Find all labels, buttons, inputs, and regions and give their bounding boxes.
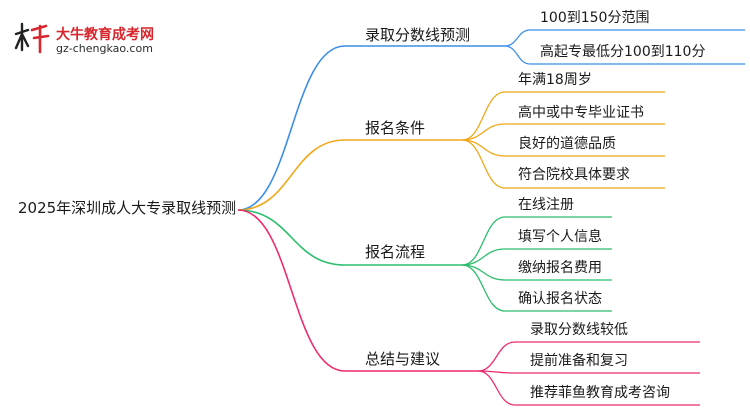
leaf-confirm-status[interactable]: 确认报名状态 — [518, 291, 602, 307]
branch-to-leaf-connector — [461, 264, 506, 312]
branch-registration-process[interactable]: 报名流程 — [365, 243, 426, 261]
leaf-moral-character[interactable]: 良好的道德品质 — [518, 136, 616, 152]
branch-to-leaf-connector — [504, 29, 531, 47]
root-to-branch-connector — [237, 209, 346, 266]
branch-to-leaf-connector — [461, 216, 506, 266]
branch-summary-advice[interactable]: 总结与建议 — [365, 350, 441, 368]
branch-to-leaf-connector — [477, 370, 516, 406]
leaf-score-range[interactable]: 100到150分范围 — [540, 10, 650, 26]
leaf-recommend-consulting[interactable]: 推荐菲鱼教育成考咨询 — [530, 385, 670, 401]
branch-to-leaf-connector — [477, 341, 516, 372]
leaf-low-score-line[interactable]: 录取分数线较低 — [530, 322, 628, 338]
leaf-age-18[interactable]: 年满18周岁 — [518, 72, 592, 88]
leaf-min-score[interactable]: 高起专最低分100到110分 — [540, 44, 706, 60]
site-logo[interactable]: 大牛教育成考网 gz-chengkao.com — [8, 8, 168, 55]
leaf-pay-fee[interactable]: 缴纳报名费用 — [518, 260, 602, 276]
leaf-school-requirements[interactable]: 符合院校具体要求 — [518, 167, 630, 183]
branch-to-leaf-connector — [504, 45, 531, 65]
leaf-online-registration[interactable]: 在线注册 — [518, 197, 574, 213]
logo-site-name: 大牛教育成考网 — [56, 27, 154, 43]
leaf-prepare-early[interactable]: 提前准备和复习 — [530, 353, 628, 369]
logo-site-url: gz-chengkao.com — [56, 42, 153, 55]
root-to-branch-connector — [237, 45, 346, 211]
leaf-diploma[interactable]: 高中或中专毕业证书 — [518, 105, 644, 121]
logo-mark-icon — [14, 22, 50, 54]
root-to-branch-connector — [237, 209, 346, 372]
branch-admission-score-prediction[interactable]: 录取分数线预测 — [365, 26, 471, 44]
leaf-fill-personal-info[interactable]: 填写个人信息 — [518, 229, 602, 245]
branch-registration-conditions[interactable]: 报名条件 — [365, 119, 426, 137]
branch-to-leaf-connector — [461, 91, 506, 141]
branch-to-leaf-connector — [461, 248, 506, 266]
branch-to-leaf-connector — [461, 139, 506, 189]
root-topic[interactable]: 2025年深圳成人大专录取线预测 — [18, 199, 237, 217]
root-to-branch-connector — [237, 139, 346, 211]
branch-to-leaf-connector — [461, 123, 506, 141]
